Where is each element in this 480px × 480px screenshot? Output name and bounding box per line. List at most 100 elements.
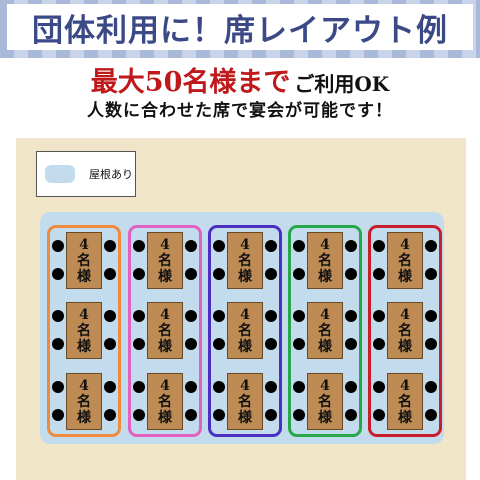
seat [104, 310, 116, 322]
seat [265, 409, 277, 421]
seat [345, 268, 357, 280]
seat [373, 268, 385, 280]
seat [293, 310, 305, 322]
seat [185, 409, 197, 421]
seat [425, 268, 437, 280]
seat [133, 409, 145, 421]
seat [104, 240, 116, 252]
table-label-char: 名 [318, 252, 332, 269]
capacity-emphasis: 最大50名様まで [90, 67, 291, 98]
seat [345, 240, 357, 252]
table-label-char: 様 [77, 409, 91, 426]
table-label-char: 名 [238, 322, 252, 339]
table-label-char: 様 [238, 268, 252, 285]
seat [425, 338, 437, 350]
table-label-char: 4 [320, 306, 330, 323]
seat [345, 381, 357, 393]
seat [213, 381, 225, 393]
table-label-char: 名 [77, 252, 91, 269]
table-label-char: 様 [398, 268, 412, 285]
seat [185, 310, 197, 322]
group-green [288, 225, 362, 437]
table-label-char: 4 [400, 236, 410, 253]
table-label-char: 4 [320, 377, 330, 394]
seat [293, 240, 305, 252]
table-label-char: 4 [79, 236, 89, 253]
seat [213, 240, 225, 252]
seat [265, 381, 277, 393]
table-label-char: 様 [158, 409, 172, 426]
table-label-char: 4 [400, 377, 410, 394]
seat [373, 240, 385, 252]
seat [52, 268, 64, 280]
group-pink [128, 225, 202, 437]
table-label-char: 様 [238, 409, 252, 426]
seat [213, 310, 225, 322]
table-label-char: 4 [400, 306, 410, 323]
table-label-char: 名 [398, 393, 412, 410]
table-label-char: 4 [160, 377, 170, 394]
seat [345, 409, 357, 421]
seat [373, 310, 385, 322]
subtitle: 人数に合わせた席で宴会が可能です！ [87, 101, 393, 121]
table-label-char: 4 [240, 306, 250, 323]
table-label-char: 名 [238, 252, 252, 269]
table-label-char: 4 [160, 306, 170, 323]
seat [52, 409, 64, 421]
seat [265, 310, 277, 322]
table-label-char: 名 [318, 393, 332, 410]
seat [425, 310, 437, 322]
seat [133, 268, 145, 280]
seat [293, 268, 305, 280]
seat [104, 338, 116, 350]
table-label-char: 4 [320, 236, 330, 253]
seat [213, 268, 225, 280]
seat [104, 381, 116, 393]
seat [133, 240, 145, 252]
table-label-char: 4 [240, 236, 250, 253]
seat [293, 409, 305, 421]
table-label-char: 様 [77, 268, 91, 285]
table-label-char: 名 [398, 322, 412, 339]
table-label-char: 名 [318, 322, 332, 339]
table-label-char: 名 [77, 322, 91, 339]
table-label-char: 名 [398, 252, 412, 269]
table-label-char: 様 [318, 268, 332, 285]
page-title: 団体利用に！席レイアウト例 [7, 4, 473, 50]
group-orange [47, 225, 121, 437]
seat [185, 381, 197, 393]
seat [185, 338, 197, 350]
group-purple [208, 225, 282, 437]
seat [265, 268, 277, 280]
seat [373, 338, 385, 350]
legend: 屋根あり [36, 151, 136, 197]
table-label-char: 4 [79, 306, 89, 323]
legend-label: 屋根あり [89, 168, 133, 181]
table-label-char: 名 [77, 393, 91, 410]
seat [425, 240, 437, 252]
table-label-char: 4 [240, 377, 250, 394]
table-label-char: 様 [158, 268, 172, 285]
seat [213, 409, 225, 421]
seat [345, 338, 357, 350]
roof-swatch [45, 165, 75, 183]
seat [213, 338, 225, 350]
seat [104, 409, 116, 421]
group-red [368, 225, 442, 437]
table-label-char: 様 [77, 338, 91, 355]
seat [373, 409, 385, 421]
table-label-char: 名 [158, 322, 172, 339]
